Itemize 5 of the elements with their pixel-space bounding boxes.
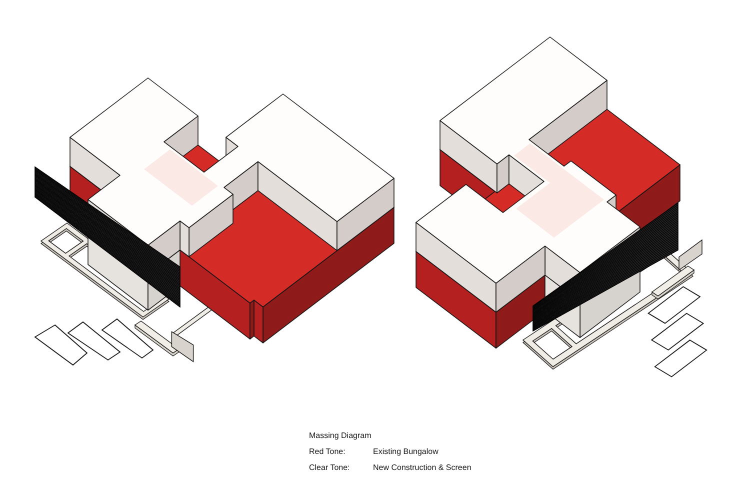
legend-key-label: Red Tone: xyxy=(309,447,346,457)
legend-description: Existing Bungalow xyxy=(373,447,438,457)
legend-key-label: Clear Tone: xyxy=(309,463,350,473)
diagram-caption: Massing Diagram xyxy=(309,431,372,441)
legend-description: New Construction & Screen xyxy=(373,463,472,473)
